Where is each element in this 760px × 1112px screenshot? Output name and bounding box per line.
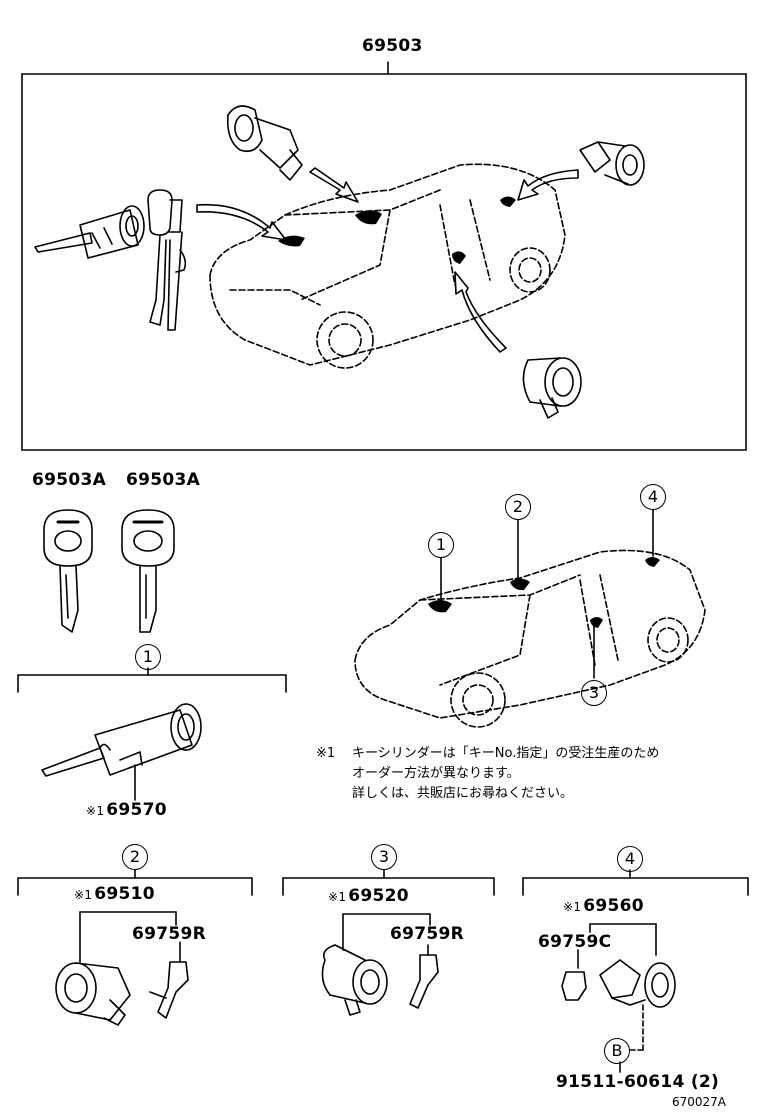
group-1-ref: ※1 [86,804,105,818]
assembly-frame [21,61,747,451]
key-left [43,509,93,633]
back-door-cylinder-group-4 [599,959,676,1008]
car-illustration-top [209,163,566,369]
ignition-cylinder-bottom [41,703,202,801]
door-cylinder-top-right [522,357,582,419]
group-2-marker: 2 [122,844,148,870]
car-marker-4: 4 [640,484,666,510]
group-1-part: 69570 [106,800,167,820]
car-lock-spots-bottom [428,557,660,628]
bolt-part-number: 91511-60614 (2) [556,1072,720,1092]
car-marker-1: 1 [428,532,454,558]
note-line-3: 詳しくは、共販店にお尋ねください。 [352,786,574,801]
key-pair-top [147,189,187,331]
door-cylinder-group-2 [55,962,131,1026]
bracket-group-2 [17,869,253,963]
bracket-group-4 [522,869,749,969]
car-illustration-bottom [354,549,706,728]
group-3-part: 69520 [348,886,409,906]
bolt-marker: B [604,1038,630,1064]
key-label-right: 69503A [126,470,201,490]
lever-group-2 [149,961,189,1019]
note-line-2: オーダー方法が異なります。 [352,766,520,781]
marker-leaders-bottom-car [440,509,654,679]
group-3-ref: ※1 [328,890,347,904]
bolt-leader [629,1004,644,1051]
note-ref: ※1 [316,746,336,761]
bracket-group-3 [282,869,495,956]
group-3-marker: 3 [371,844,397,870]
bracket-group-1 [17,667,287,693]
group-2-part: 69510 [94,884,155,904]
key-right [121,509,175,633]
group-4-marker: 4 [617,846,643,872]
lever-group-3 [409,954,439,1009]
assembly-number: 69503 [362,36,423,56]
group-1-marker: 1 [135,644,161,670]
group-4-sub-part: 69759C [538,932,612,952]
figure-id: 670027A [672,1095,727,1109]
ignition-cylinder-top [34,205,145,259]
car-marker-3: 3 [581,680,607,706]
note-line-1: キーシリンダーは「キーNo.指定」の受注生産のため [352,746,660,761]
clip-group-4 [561,971,587,1001]
key-label-left: 69503A [32,470,107,490]
door-cylinder-group-3 [321,944,388,1016]
pointer-arrows-top [196,167,579,353]
door-cylinder-top-left [226,105,303,181]
group-3-sub-part: 69759R [390,924,465,944]
group-2-ref: ※1 [74,888,93,902]
group-4-ref: ※1 [563,900,582,914]
group-2-sub-part: 69759R [132,924,207,944]
back-door-cylinder-top-right [579,141,645,186]
car-marker-2: 2 [505,494,531,520]
group-4-part: 69560 [583,896,644,916]
